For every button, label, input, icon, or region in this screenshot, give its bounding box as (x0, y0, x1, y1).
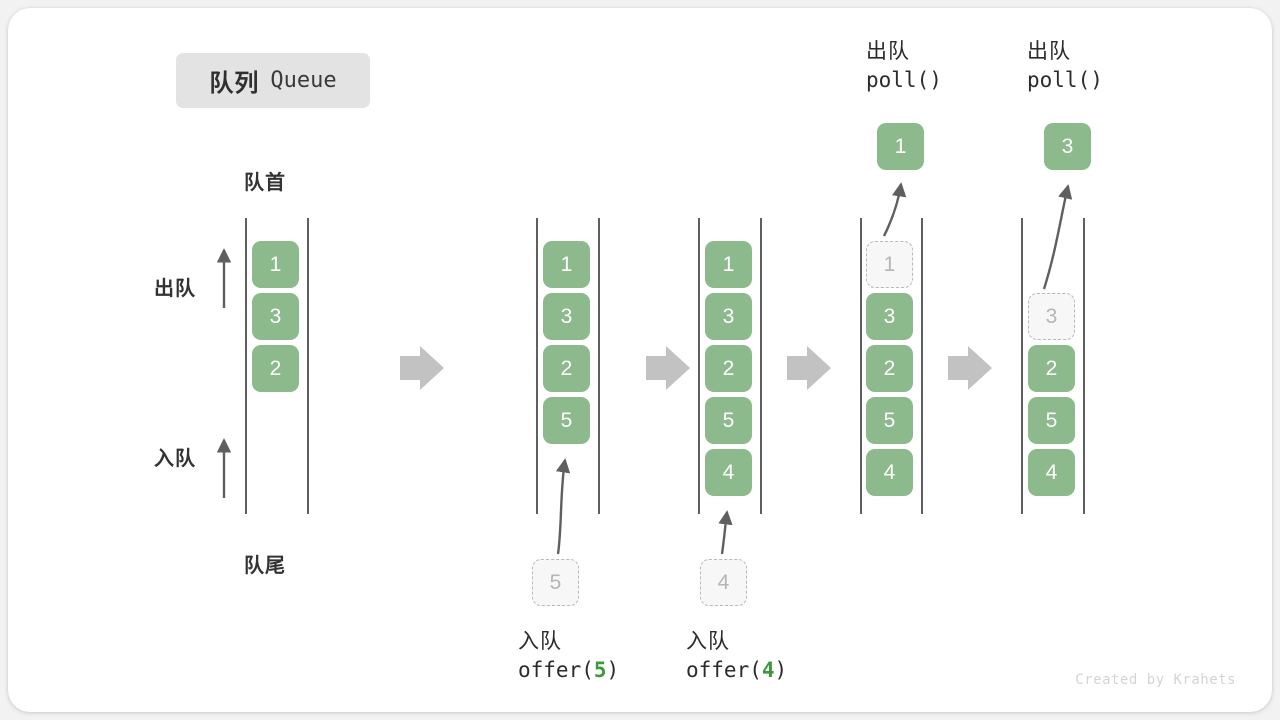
dequeue-flow-arrow-3 (1042, 184, 1073, 290)
step-arrow-icon (400, 346, 444, 390)
operation-code-pre: poll( (1027, 68, 1091, 93)
diagram-card: 队列 Queue 队首 队尾 出队 入队 1 3 2 1 3 2 5 5 入队 … (8, 8, 1272, 712)
queue-cell-removed: 1 (866, 241, 913, 288)
queue-cell: 4 (866, 449, 913, 496)
queue-rail-right-5 (1083, 218, 1085, 514)
operation-cn: 入队 (686, 630, 730, 653)
queue-cell: 2 (705, 345, 752, 392)
operation-label-offer-4: 入队 offer(4) (686, 628, 787, 685)
operation-label-poll-3: 出队 poll() (1027, 38, 1103, 95)
queue-cell: 1 (252, 241, 299, 288)
operation-code: poll() (1027, 66, 1103, 94)
operation-code-post: ) (774, 658, 788, 683)
enqueue-flow-arrow-4 (718, 510, 733, 555)
queue-head-label: 队首 (244, 172, 286, 194)
step-arrow-icon (948, 346, 992, 390)
operation-cn: 入队 (518, 630, 562, 653)
queue-cell: 2 (1028, 345, 1075, 392)
enqueue-flow-arrow-5 (555, 458, 571, 555)
operation-code-pre: offer( (686, 658, 762, 683)
queue-rail-right-2 (598, 218, 600, 514)
queue-cell: 5 (1028, 397, 1075, 444)
dequeue-side-label: 出队 (154, 278, 196, 300)
queue-rail-left-5 (1021, 218, 1023, 514)
queue-cell: 2 (543, 345, 590, 392)
queue-cell: 5 (866, 397, 913, 444)
arrows-overlay (216, 182, 1073, 555)
dequeue-flow-arrow-1 (882, 182, 907, 237)
enqueue-side-label: 入队 (154, 448, 196, 470)
operation-cn: 出队 (866, 40, 910, 63)
queue-rail-right-3 (760, 218, 762, 514)
watermark: Created by Krahets (1075, 672, 1236, 688)
queue-rail-right-4 (921, 218, 923, 514)
operation-code: offer(5) (518, 656, 619, 684)
operation-cn: 出队 (1027, 40, 1071, 63)
queue-cell: 3 (705, 293, 752, 340)
queue-cell: 5 (705, 397, 752, 444)
queue-cell: 3 (252, 293, 299, 340)
operation-code-pre: poll( (866, 68, 930, 93)
queue-cell-removed: 3 (1028, 293, 1075, 340)
queue-cell-new: 5 (543, 397, 590, 444)
operation-label-offer-5: 入队 offer(5) (518, 628, 619, 685)
polled-result-cell: 3 (1044, 123, 1091, 170)
operation-code-post: ) (929, 68, 942, 93)
step-arrow-icon (787, 346, 831, 390)
queue-rail-left-1 (245, 218, 247, 514)
title-cn: 队列 (209, 70, 260, 97)
queue-cell-new: 4 (705, 449, 752, 496)
operation-label-poll-1: 出队 poll() (866, 38, 942, 95)
operation-code-post: ) (606, 658, 620, 683)
incoming-ghost-cell: 4 (700, 559, 747, 606)
queue-cell: 2 (252, 345, 299, 392)
queue-cell: 1 (705, 241, 752, 288)
queue-rail-right-1 (307, 218, 309, 514)
step-arrow-icon (646, 346, 690, 390)
polled-result-cell: 1 (877, 123, 924, 170)
operation-arg: 4 (761, 658, 775, 683)
queue-rail-left-2 (536, 218, 538, 514)
queue-cell: 4 (1028, 449, 1075, 496)
queue-tail-label: 队尾 (244, 555, 286, 577)
queue-rail-left-3 (698, 218, 700, 514)
title-badge: 队列 Queue (176, 53, 370, 108)
queue-cell: 1 (543, 241, 590, 288)
operation-code: offer(4) (686, 656, 787, 684)
operation-code-pre: offer( (518, 658, 594, 683)
operation-arg: 5 (593, 658, 607, 683)
queue-cell: 2 (866, 345, 913, 392)
queue-rail-left-4 (860, 218, 862, 514)
queue-cell: 3 (543, 293, 590, 340)
title-en: Queue (270, 68, 337, 93)
operation-code-post: ) (1090, 68, 1103, 93)
incoming-ghost-cell: 5 (532, 559, 579, 606)
queue-cell: 3 (866, 293, 913, 340)
operation-code: poll() (866, 66, 942, 94)
